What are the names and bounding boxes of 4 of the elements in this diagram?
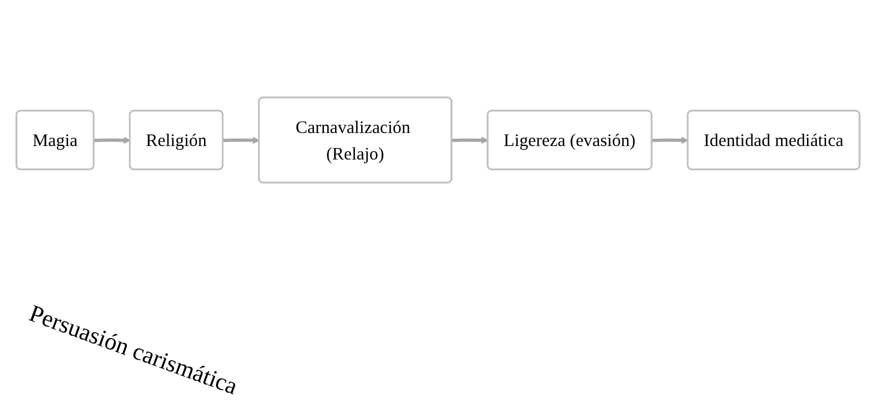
arrow bbox=[223, 136, 260, 144]
arrow bbox=[94, 136, 130, 144]
arrow bbox=[652, 136, 688, 144]
arrow bbox=[452, 136, 488, 144]
